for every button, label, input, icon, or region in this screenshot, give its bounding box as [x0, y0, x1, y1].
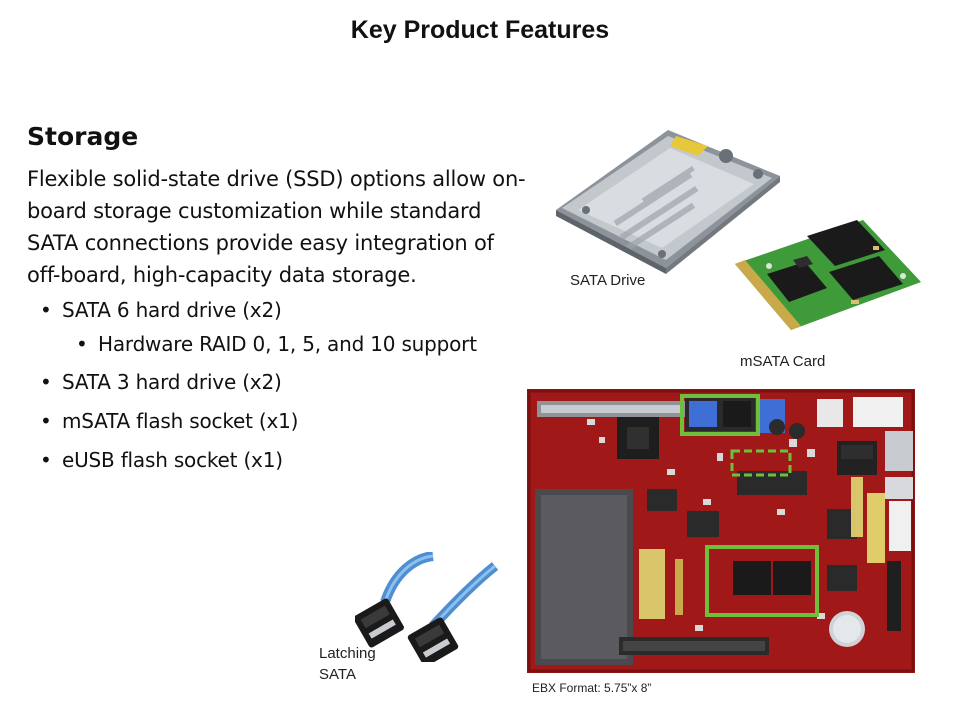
- bullet-dot: •: [76, 332, 88, 356]
- sata-drive-caption: SATA Drive: [570, 272, 646, 289]
- paragraph-line: Flexible solid-state drive (SSD) options…: [27, 167, 526, 191]
- bullet-text: SATA 3 hard drive (x2): [62, 370, 282, 394]
- ebx-format-caption: EBX Format: 5.75”x 8”: [532, 681, 652, 695]
- bullet-text: eUSB flash socket (x1): [62, 448, 283, 472]
- latching-sata-caption-line: Latching: [319, 645, 376, 662]
- bullet-text: SATA 6 hard drive (x2): [62, 298, 282, 322]
- paragraph-line: board storage customization while standa…: [27, 199, 482, 223]
- ebx-board-image: [527, 389, 915, 673]
- sata-drive-image: [556, 130, 780, 274]
- bullet-text: mSATA flash socket (x1): [62, 409, 299, 433]
- bullet-dot: •: [40, 370, 52, 394]
- msata-card-image: [735, 220, 921, 330]
- bullet-text: Hardware RAID 0, 1, 5, and 10 support: [98, 332, 477, 356]
- paragraph-line: SATA connections provide easy integratio…: [27, 231, 494, 255]
- latching-sata-cable-image: [355, 552, 499, 662]
- bullet-dot: •: [40, 409, 52, 433]
- description-paragraph: Flexible solid-state drive (SSD) options…: [27, 163, 567, 291]
- slide-title: Key Product Features: [350, 16, 610, 44]
- msata-card-caption: mSATA Card: [740, 353, 826, 370]
- latching-sata-caption: Latching SATA: [319, 643, 376, 685]
- bullet-dot: •: [40, 448, 52, 472]
- latching-sata-caption-line: SATA: [319, 666, 356, 683]
- section-heading: Storage: [27, 122, 139, 151]
- bullet-dot: •: [40, 298, 52, 322]
- paragraph-line: off-board, high-capacity data storage.: [27, 263, 417, 287]
